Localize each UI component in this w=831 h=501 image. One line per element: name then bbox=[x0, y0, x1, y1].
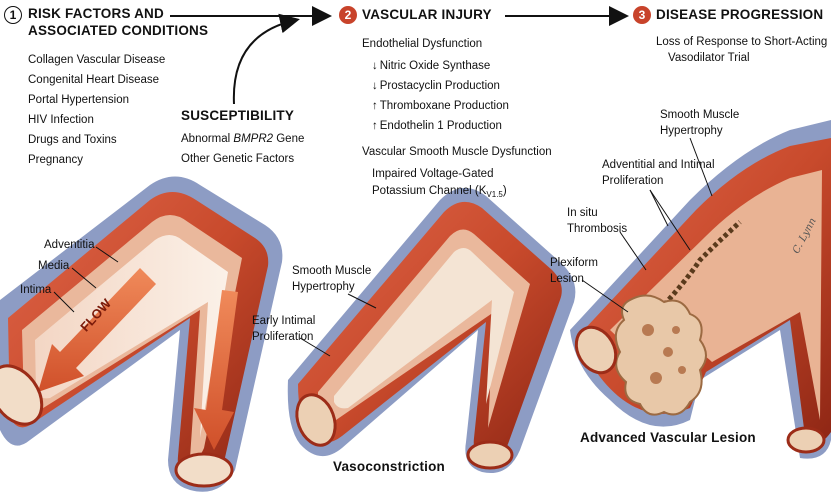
endothelial-item: ↑Thromboxane Production bbox=[372, 99, 509, 113]
adventitial-intimal-label-2: Proliferation bbox=[602, 174, 663, 188]
arrow-susceptibility bbox=[234, 20, 296, 104]
panel-2-smooth-muscle-label-1: Smooth Muscle bbox=[292, 264, 371, 278]
plexiform-lesion-label-2: Lesion bbox=[550, 272, 584, 286]
panel-3-smooth-muscle-label-1: Smooth Muscle bbox=[660, 108, 739, 122]
plexiform-lesion-label-1: Plexiform bbox=[550, 256, 598, 270]
stage-1-title-line2: ASSOCIATED CONDITIONS bbox=[28, 23, 208, 38]
panel-2-vasoconstriction bbox=[288, 188, 576, 473]
intima-label: Intima bbox=[20, 283, 51, 297]
stage-1-badge: 1 bbox=[4, 6, 22, 24]
vasoconstriction-caption: Vasoconstriction bbox=[333, 459, 445, 474]
risk-factor-item: Collagen Vascular Disease bbox=[28, 53, 165, 67]
stage-2-title: VASCULAR INJURY bbox=[362, 7, 492, 22]
endothelial-heading: Endothelial Dysfunction bbox=[362, 37, 482, 51]
stage-3-title: DISEASE PROGRESSION bbox=[656, 7, 823, 22]
risk-factor-item: Pregnancy bbox=[28, 153, 83, 167]
advanced-lesion-caption: Advanced Vascular Lesion bbox=[580, 430, 756, 445]
stage-3-badge: 3 bbox=[633, 6, 651, 24]
stage-2-badge: 2 bbox=[339, 6, 357, 24]
panel-2-smooth-muscle-label-2: Hypertrophy bbox=[292, 280, 355, 294]
stage-1-title-line1: RISK FACTORS AND bbox=[28, 6, 164, 21]
susceptibility-line2: Other Genetic Factors bbox=[181, 152, 294, 166]
stage-3-line2: Vasodilator Trial bbox=[668, 51, 750, 65]
risk-factor-item: Congenital Heart Disease bbox=[28, 73, 159, 87]
risk-factor-item: Drugs and Toxins bbox=[28, 133, 117, 147]
insitu-thrombosis-label-1: In situ bbox=[567, 206, 598, 220]
panel-3-smooth-muscle-label-2: Hypertrophy bbox=[660, 124, 723, 138]
insitu-thrombosis-label-2: Thrombosis bbox=[567, 222, 627, 236]
smooth-muscle-line2: Potassium Channel (KV1.5) bbox=[372, 184, 507, 202]
early-intimal-label-1: Early Intimal bbox=[252, 314, 315, 328]
media-label: Media bbox=[38, 259, 69, 273]
endothelial-item: ↓Nitric Oxide Synthase bbox=[372, 59, 490, 73]
early-intimal-label-2: Proliferation bbox=[252, 330, 313, 344]
smooth-muscle-heading: Vascular Smooth Muscle Dysfunction bbox=[362, 145, 552, 159]
risk-factor-item: Portal Hypertension bbox=[28, 93, 129, 107]
endothelial-item: ↓Prostacyclin Production bbox=[372, 79, 500, 93]
smooth-muscle-line1: Impaired Voltage-Gated bbox=[372, 167, 493, 181]
panel-1-normal-vessel bbox=[0, 177, 282, 492]
adventitial-intimal-label-1: Adventitial and Intimal bbox=[602, 158, 715, 172]
stage-3-line1: Loss of Response to Short-Acting bbox=[656, 35, 827, 49]
susceptibility-line1: Abnormal BMPR2 Gene bbox=[181, 132, 304, 146]
susceptibility-title: SUSCEPTIBILITY bbox=[181, 108, 294, 123]
adventitia-label: Adventitia bbox=[44, 238, 95, 252]
risk-factor-item: HIV Infection bbox=[28, 113, 94, 127]
endothelial-item: ↑Endothelin 1 Production bbox=[372, 119, 502, 133]
